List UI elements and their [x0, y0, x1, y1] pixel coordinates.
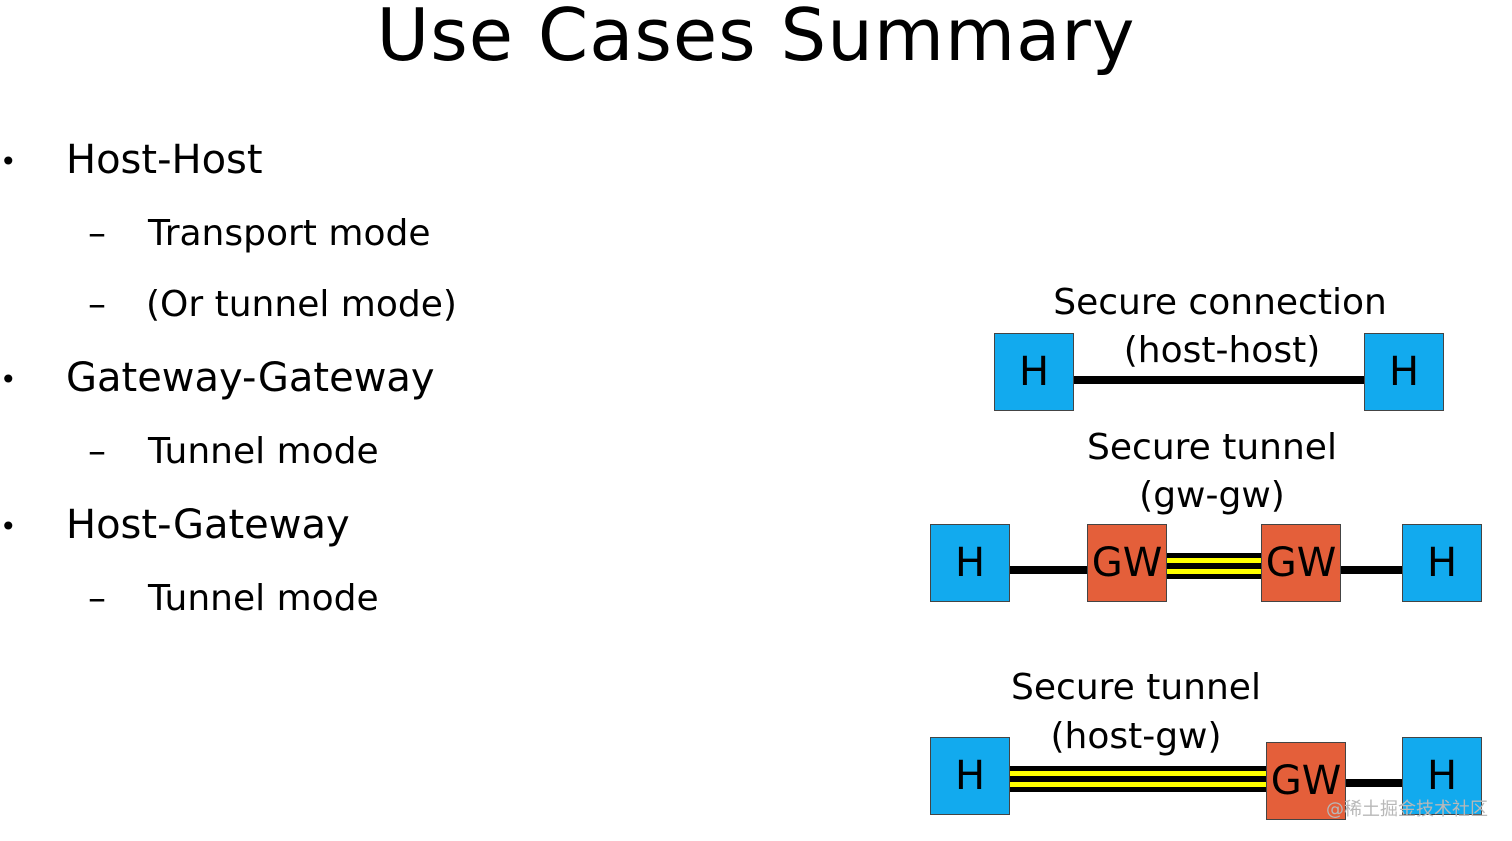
sub-marker: – — [88, 578, 106, 619]
host-box: H — [930, 737, 1010, 815]
bullet-marker: • — [0, 363, 17, 396]
secure-tunnel — [1008, 766, 1270, 792]
connection-line — [1072, 376, 1366, 384]
label-secure-tunnel-gw: Secure tunnel — [1087, 427, 1337, 468]
host-box: H — [994, 333, 1074, 411]
connection-line — [1008, 566, 1090, 574]
sub-tunnel-mode-hg: Tunnel mode — [148, 578, 379, 619]
sub-marker: – — [88, 213, 106, 254]
sub-marker: – — [88, 284, 106, 325]
bullet-marker: • — [0, 145, 17, 178]
host-box: H — [1364, 333, 1444, 411]
connection-line — [1344, 779, 1404, 787]
host-box: H — [1402, 524, 1482, 602]
watermark: @稀土掘金技术社区 — [1326, 799, 1488, 820]
sub-transport-mode: Transport mode — [148, 213, 431, 254]
label-gw-gw: (gw-gw) — [1139, 475, 1285, 516]
sub-tunnel-mode-gw: Tunnel mode — [148, 431, 379, 472]
connection-line — [1338, 566, 1404, 574]
label-host-gw: (host-gw) — [1050, 716, 1222, 757]
label-host-host: (host-host) — [1123, 330, 1321, 371]
gateway-box: GW — [1261, 524, 1341, 602]
bullet-marker: • — [0, 510, 17, 543]
slide-title: Use Cases Summary — [376, 0, 1136, 77]
bullet-gateway-gateway: Gateway-Gateway — [66, 355, 435, 401]
secure-tunnel — [1164, 553, 1264, 579]
bullet-host-host: Host-Host — [66, 137, 263, 183]
gateway-box: GW — [1087, 524, 1167, 602]
label-secure-tunnel-hg: Secure tunnel — [1011, 667, 1261, 708]
sub-marker: – — [88, 431, 106, 472]
sub-or-tunnel-mode: (Or tunnel mode) — [146, 284, 457, 325]
host-box: H — [930, 524, 1010, 602]
bullet-host-gateway: Host-Gateway — [66, 502, 350, 548]
gateway-box: GW — [1266, 742, 1346, 820]
label-secure-connection: Secure connection — [1053, 282, 1387, 323]
host-box: H — [1402, 737, 1482, 815]
